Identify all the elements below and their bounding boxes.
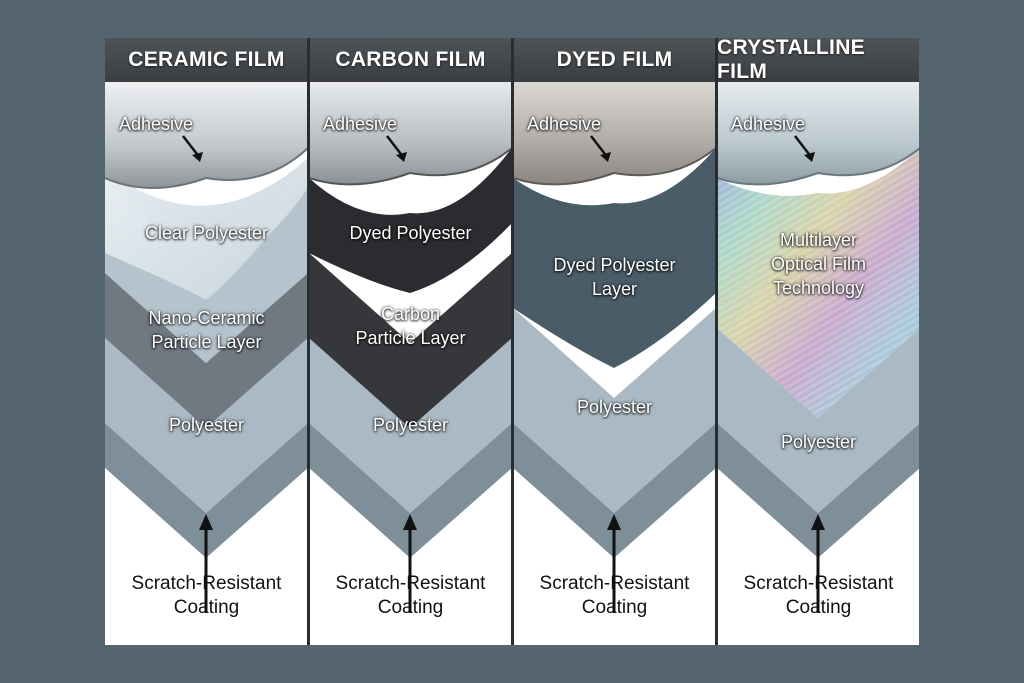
adhesive-label: Adhesive: [323, 114, 398, 134]
carbon-particle-label: Carbon Particle Layer: [355, 304, 466, 348]
crystalline-layer-stack: [717, 82, 919, 645]
adhesive-label: Adhesive: [119, 114, 194, 134]
adhesive-label: Adhesive: [731, 114, 806, 134]
column-dyed-film: DYED FILM Adhesive Dyed Polyester Layer …: [513, 38, 716, 645]
adhesive-label: Adhesive: [527, 114, 602, 134]
column-carbon-film: CARBON FILM Adhesive Dyed Polyester Carb…: [309, 38, 512, 645]
dyed-layer-stack: [513, 82, 716, 645]
coating-label: Scratch-Resistant Coating: [335, 573, 486, 618]
column-crystalline-film: CRYSTALLINE FILM Adhesive Multilayer Opt…: [717, 38, 919, 645]
column-divider: [307, 38, 310, 645]
dyed-polyester-layer-label: Dyed Polyester Layer: [553, 255, 676, 299]
coating-label: Scratch-Resistant Coating: [131, 573, 282, 618]
carbon-layer-stack: [309, 82, 512, 645]
polyester-label: Polyester: [780, 432, 857, 452]
column-divider: [511, 38, 514, 645]
polyester-label: Polyester: [372, 415, 449, 435]
ceramic-layer-stack: [105, 82, 308, 645]
nano-ceramic-label: Nano-Ceramic Particle Layer: [148, 308, 265, 352]
column-ceramic-film: CERAMIC FILM Adhesive Clear Polyester Na…: [105, 38, 308, 645]
coating-label: Scratch-Resistant Coating: [539, 573, 690, 618]
column-title: CRYSTALLINE FILM: [717, 38, 919, 83]
column-divider: [715, 38, 718, 645]
column-title: CERAMIC FILM: [105, 38, 308, 82]
column-title: CARBON FILM: [309, 38, 512, 82]
coating-label: Scratch-Resistant Coating: [743, 573, 894, 618]
dyed-polyester-label: Dyed Polyester: [349, 223, 472, 243]
clear-polyester-label: Clear Polyester: [144, 223, 269, 243]
column-title: DYED FILM: [513, 38, 716, 82]
polyester-label: Polyester: [168, 415, 245, 435]
multilayer-optical-film-label: Multilayer Optical Film Technology: [770, 230, 866, 298]
polyester-label: Polyester: [576, 397, 653, 417]
film-comparison-diagram: CERAMIC FILM Adhesive Clear Polyester Na…: [105, 38, 919, 645]
